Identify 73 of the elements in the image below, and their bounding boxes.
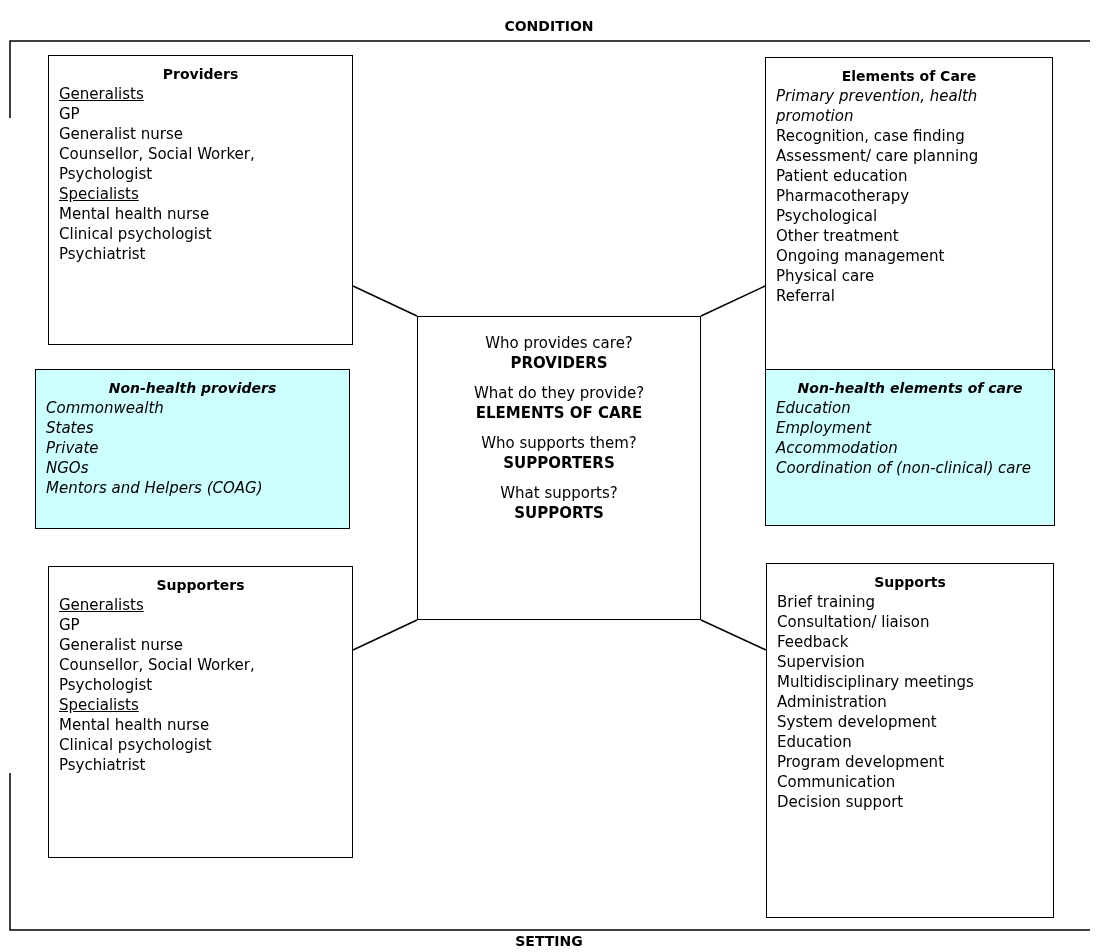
list-item: Mental health nurse bbox=[59, 204, 211, 224]
box-heading: Providers bbox=[161, 65, 240, 84]
text-box bbox=[35, 369, 350, 529]
list-item: Mentors and Helpers (COAG) bbox=[46, 478, 264, 498]
box-heading: Non-health providers bbox=[107, 379, 278, 398]
list-item: Clinical psychologist bbox=[59, 224, 213, 244]
list-item: Recognition, case finding bbox=[776, 126, 966, 146]
list-item: Feedback bbox=[777, 632, 850, 652]
category-heading: SUPPORTS bbox=[513, 503, 605, 523]
list-item: Patient education bbox=[776, 166, 909, 186]
list-item: Employment bbox=[776, 418, 873, 438]
category-heading: ELEMENTS OF CARE bbox=[474, 403, 644, 423]
list-item: Physical care bbox=[776, 266, 876, 286]
list-item: Accommodation bbox=[776, 438, 899, 458]
group-heading: Generalists bbox=[59, 595, 145, 615]
group-heading: Generalists bbox=[59, 84, 145, 104]
list-item: Referral bbox=[776, 286, 836, 306]
list-item: Decision support bbox=[777, 792, 905, 812]
text-box bbox=[48, 566, 353, 858]
group-heading: Specialists bbox=[59, 184, 140, 204]
frame-label: SETTING bbox=[514, 933, 584, 949]
question-text: What do they provide? bbox=[472, 383, 646, 403]
box-heading: Supports bbox=[873, 573, 947, 592]
group-heading: Specialists bbox=[59, 695, 140, 715]
list-item: Mental health nurse bbox=[59, 715, 211, 735]
list-item: System development bbox=[777, 712, 938, 732]
list-item: GP bbox=[59, 104, 81, 124]
list-item: Psychological bbox=[776, 206, 879, 226]
connector-line bbox=[700, 285, 766, 317]
list-item: Commonwealth bbox=[46, 398, 165, 418]
category-heading: SUPPORTERS bbox=[502, 453, 616, 473]
list-item: Primary prevention, health promotion bbox=[776, 86, 979, 126]
connector-line bbox=[352, 285, 418, 317]
text-box bbox=[417, 316, 701, 620]
text-box bbox=[765, 369, 1055, 526]
list-item: Supervision bbox=[777, 652, 866, 672]
list-item: Multidisciplinary meetings bbox=[777, 672, 975, 692]
list-item: Coordination of (non-clinical) care bbox=[776, 458, 1032, 478]
list-item: Other treatment bbox=[776, 226, 900, 246]
list-item: Psychiatrist bbox=[59, 755, 147, 775]
category-heading: PROVIDERS bbox=[509, 353, 609, 373]
text-box bbox=[765, 57, 1053, 372]
frame-label: CONDITION bbox=[503, 18, 595, 34]
list-item: Assessment/ care planning bbox=[776, 146, 980, 166]
list-item: Communication bbox=[777, 772, 897, 792]
connector-line bbox=[700, 619, 767, 651]
list-item: Education bbox=[777, 732, 853, 752]
list-item: Psychiatrist bbox=[59, 244, 147, 264]
box-heading: Elements of Care bbox=[840, 67, 978, 86]
list-item: Generalist nurse bbox=[59, 635, 184, 655]
connector-line bbox=[352, 619, 418, 651]
list-item: GP bbox=[59, 615, 81, 635]
list-item: NGOs bbox=[46, 458, 90, 478]
list-item: Consultation/ liaison bbox=[777, 612, 931, 632]
question-text: Who provides care? bbox=[484, 333, 634, 353]
question-text: Who supports them? bbox=[480, 433, 638, 453]
list-item: Brief training bbox=[777, 592, 876, 612]
list-item: Ongoing management bbox=[776, 246, 946, 266]
list-item: Generalist nurse bbox=[59, 124, 184, 144]
question-text: What supports? bbox=[499, 483, 619, 503]
list-item: Education bbox=[776, 398, 852, 418]
list-item: Administration bbox=[777, 692, 888, 712]
box-heading: Supporters bbox=[155, 576, 246, 595]
list-item: Private bbox=[46, 438, 100, 458]
list-item: Counsellor, Social Worker, Psychologist bbox=[59, 144, 256, 184]
list-item: Counsellor, Social Worker, Psychologist bbox=[59, 655, 256, 695]
text-box bbox=[766, 563, 1054, 918]
text-box bbox=[48, 55, 353, 345]
list-item: Pharmacotherapy bbox=[776, 186, 911, 206]
list-item: Program development bbox=[777, 752, 945, 772]
list-item: Clinical psychologist bbox=[59, 735, 213, 755]
list-item: States bbox=[46, 418, 95, 438]
box-heading: Non-health elements of care bbox=[796, 379, 1024, 398]
